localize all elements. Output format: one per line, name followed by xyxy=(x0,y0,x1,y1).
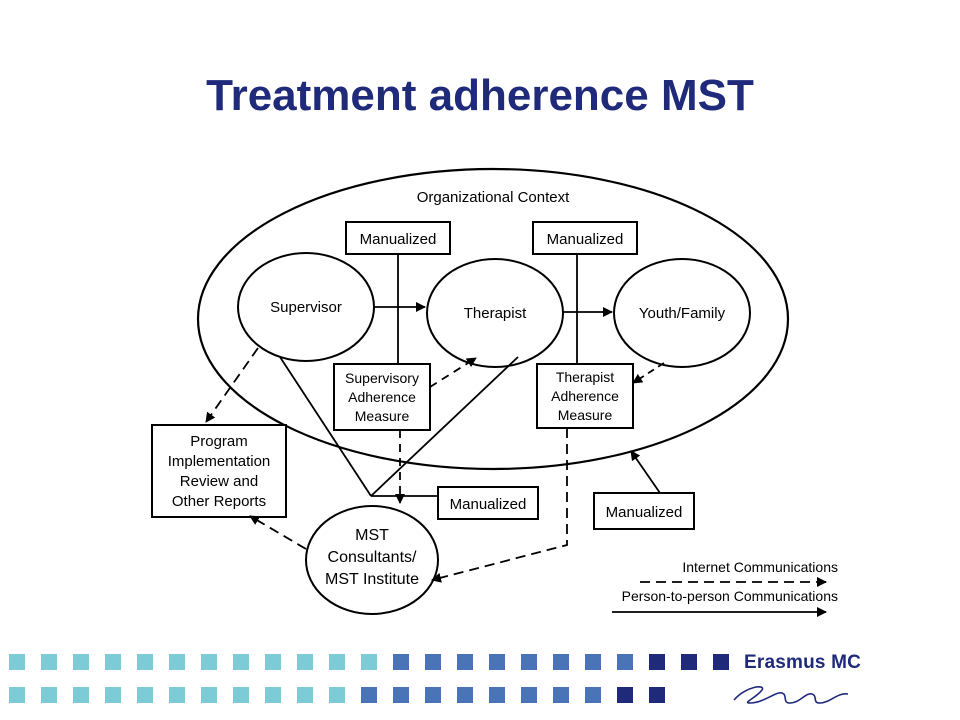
footer-square xyxy=(649,687,665,703)
footer-square xyxy=(201,654,217,670)
manualized-box-mid xyxy=(437,486,539,520)
footer-square xyxy=(681,654,697,670)
footer-square xyxy=(361,687,377,703)
supervisor-to-program-dashed xyxy=(205,347,259,423)
footer-square xyxy=(105,654,121,670)
footer-square xyxy=(521,654,537,670)
manualized-label-mid: Manualized xyxy=(450,496,527,513)
footer-square xyxy=(617,654,633,670)
footer-square xyxy=(329,687,345,703)
footer-square xyxy=(617,687,633,703)
therapist-measure-line-1: Therapist xyxy=(556,369,614,385)
manualized-label-top-right: Manualized xyxy=(547,231,624,248)
supervisor-label: Supervisor xyxy=(270,299,342,316)
adherence-diagram: Organizational Context Manualized Manual… xyxy=(151,167,838,617)
organizational-context-ellipse xyxy=(196,167,790,471)
footer-square xyxy=(553,654,569,670)
therapist-measure-to-mst-dashed xyxy=(431,428,568,583)
logo-erasmus-mc: Erasmus MC xyxy=(744,652,862,673)
footer-square xyxy=(553,687,569,703)
footer-square xyxy=(297,654,313,670)
footer-square xyxy=(425,687,441,703)
mst-institute-line-1: MST xyxy=(355,527,389,544)
supervisory-measure-to-therapist-dashed xyxy=(429,357,477,388)
supervisory-measure-box xyxy=(333,363,431,431)
footer-square xyxy=(585,654,601,670)
footer-square xyxy=(425,654,441,670)
footer-square xyxy=(585,687,601,703)
footer-square xyxy=(233,687,249,703)
footer-square xyxy=(169,654,185,670)
slide-title: Treatment adherence MST xyxy=(206,71,754,120)
footer-squares-row-1 xyxy=(9,654,729,670)
program-review-box xyxy=(151,424,287,518)
youth-to-therapist-measure-dashed xyxy=(632,362,665,384)
mst-institute-node xyxy=(305,505,439,615)
therapist-node xyxy=(426,258,564,368)
program-review-line-2: Implementation xyxy=(168,453,271,470)
footer-square xyxy=(393,654,409,670)
organizational-context-label: Organizational Context xyxy=(417,189,570,206)
footer-squares-row-2 xyxy=(9,687,665,703)
therapist-measure-line-3: Measure xyxy=(558,407,613,423)
supervisory-measure-line-3: Measure xyxy=(355,408,410,424)
program-review-line-4: Other Reports xyxy=(172,493,266,510)
footer-square xyxy=(713,654,729,670)
footer-square xyxy=(489,654,505,670)
therapist-measure-line-2: Adherence xyxy=(551,388,619,404)
therapist-to-mst-line xyxy=(370,356,519,497)
supervisory-measure-line-2: Adherence xyxy=(348,389,416,405)
program-review-line-3: Review and xyxy=(180,473,258,490)
footer-square xyxy=(265,654,281,670)
footer-square xyxy=(41,687,57,703)
supervisor-to-mst-line xyxy=(279,356,372,497)
footer-square xyxy=(297,687,313,703)
footer-square xyxy=(137,654,153,670)
footer-square xyxy=(265,687,281,703)
manualized-box-right xyxy=(593,492,695,530)
footer-square xyxy=(169,687,185,703)
footer-square xyxy=(393,687,409,703)
manualized-right-to-context-arrow xyxy=(630,450,661,494)
footer-square xyxy=(105,687,121,703)
manualized-box-top-right xyxy=(532,221,638,255)
therapist-measure-box xyxy=(536,363,634,429)
footer-square xyxy=(521,687,537,703)
footer-square xyxy=(361,654,377,670)
footer-square xyxy=(73,687,89,703)
footer-square xyxy=(329,654,345,670)
supervisory-measure-line-1: Supervisory xyxy=(345,370,419,386)
footer-square xyxy=(233,654,249,670)
footer-square xyxy=(201,687,217,703)
program-review-line-1: Program xyxy=(190,433,248,450)
footer-square xyxy=(457,654,473,670)
footer-square-band xyxy=(9,654,849,704)
mst-institute-line-2: Consultants/ xyxy=(328,549,417,566)
therapist-label: Therapist xyxy=(464,305,527,322)
footer-square xyxy=(649,654,665,670)
manualized-label-right: Manualized xyxy=(606,504,683,521)
mst-institute-line-3: MST Institute xyxy=(325,571,419,588)
youth-family-label: Youth/Family xyxy=(639,305,726,322)
footer-square xyxy=(73,654,89,670)
mst-to-program-dashed xyxy=(249,515,307,550)
youth-family-node xyxy=(613,258,751,368)
manualized-label-top-left: Manualized xyxy=(360,231,437,248)
footer-square xyxy=(489,687,505,703)
footer-square xyxy=(137,687,153,703)
footer-square xyxy=(9,654,25,670)
logo-signature xyxy=(733,686,849,704)
footer-square xyxy=(41,654,57,670)
footer-square xyxy=(457,687,473,703)
legend-internet-label: Internet Communications xyxy=(682,559,838,575)
footer-square xyxy=(9,687,25,703)
legend-person-label: Person-to-person Communications xyxy=(622,588,838,604)
